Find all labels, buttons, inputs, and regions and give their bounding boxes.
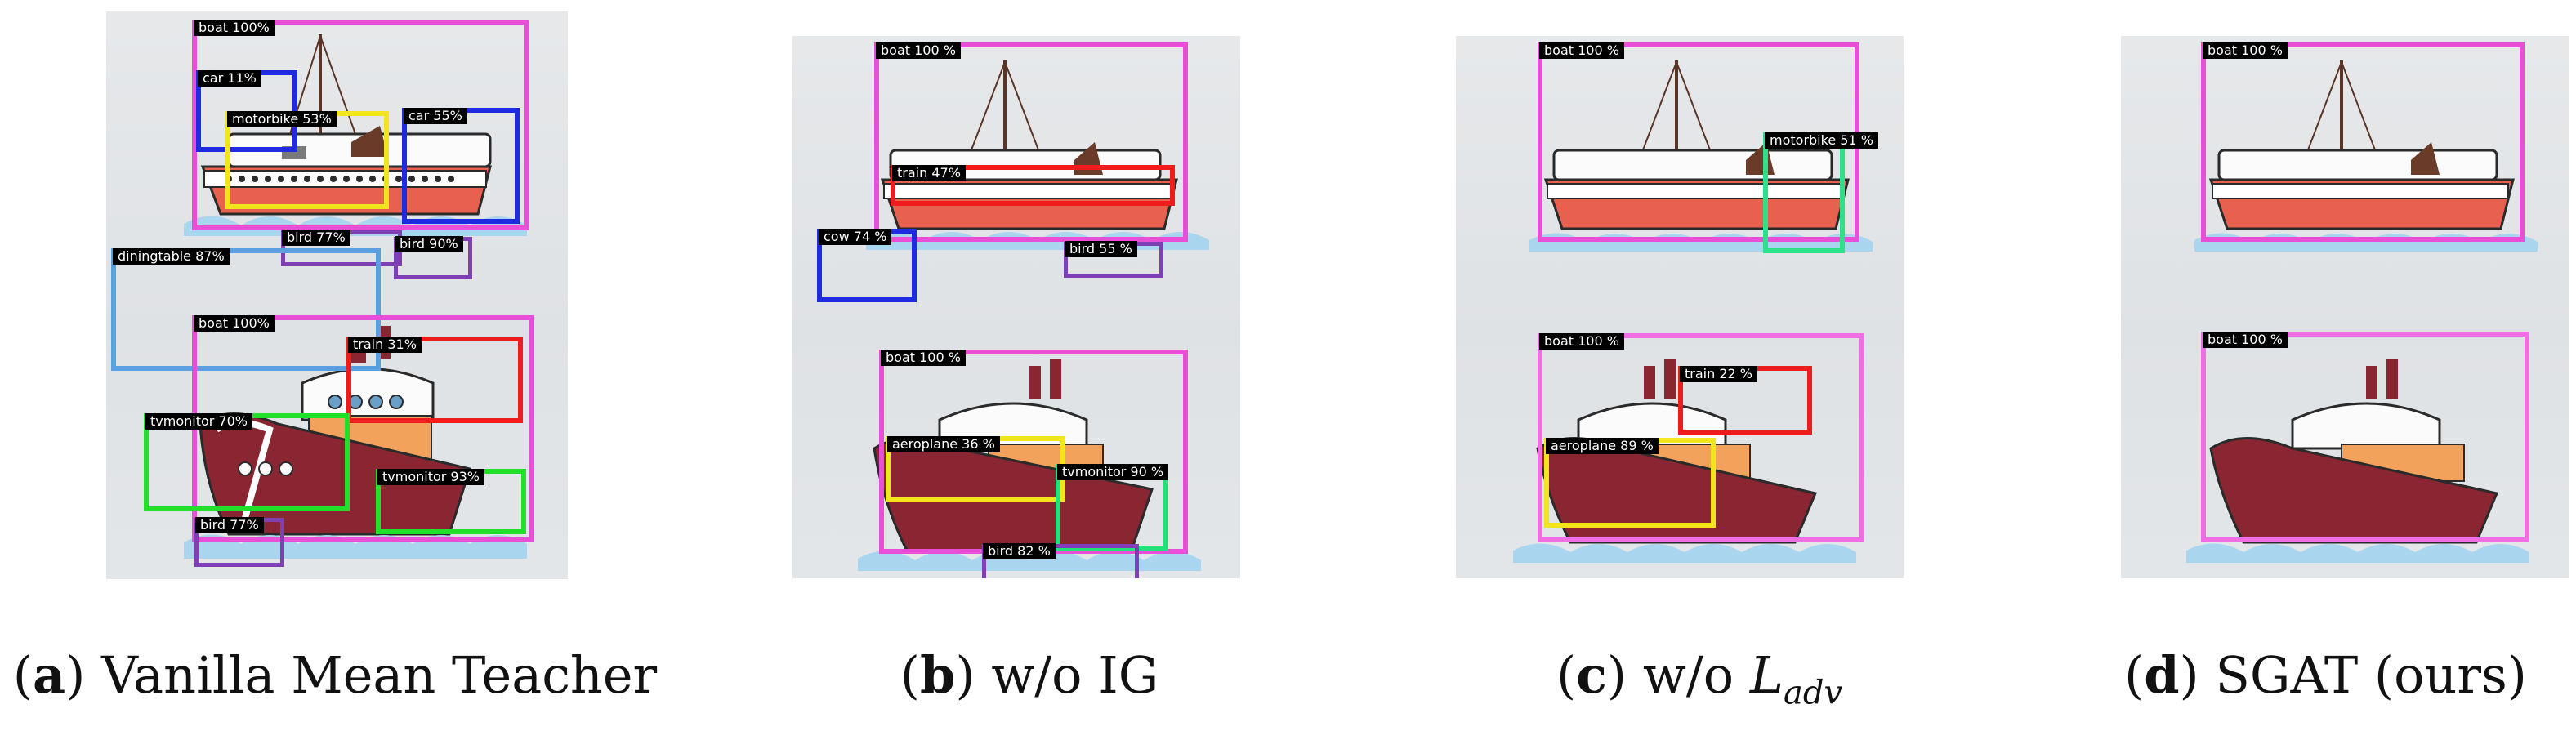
detection-box: train 31% [346, 337, 523, 423]
detection-label: train 22 % [1680, 366, 1757, 382]
detection-box: motorbike 53% [225, 111, 389, 209]
detection-box: bird 90% [394, 236, 472, 279]
detection-label: tvmonitor 90 % [1057, 464, 1169, 480]
detection-box: motorbike 51 % [1763, 132, 1878, 253]
detection-label: tvmonitor 93% [377, 469, 484, 485]
detection-label: aeroplane 89 % [1546, 438, 1659, 454]
ship-scene [2186, 60, 2538, 563]
detection-box: bird 82 % [982, 543, 1139, 578]
detection-label: boat 100% [194, 20, 275, 36]
panel-d-image: boat 100 % boat 100 % [2121, 36, 2569, 578]
detection-box: bird 77% [281, 230, 402, 266]
detection-label: motorbike 53% [227, 111, 337, 127]
detection-box: boat 100% [192, 20, 529, 230]
detection-box: aeroplane 89 % [1544, 438, 1716, 528]
caption-text: w/o IG [991, 645, 1159, 705]
detection-label: boat 100 % [2203, 332, 2288, 348]
caption-b: (b) w/o IG [900, 645, 1159, 705]
panel-d: boat 100 % boat 100 % (d) SGAT (ours) [2075, 0, 2576, 740]
detection-box: tvmonitor 90 % [1056, 464, 1169, 551]
panel-c-image: boat 100 % motorbike 51 % boat 100 % tra… [1456, 36, 1904, 578]
detection-box: train 22 % [1678, 366, 1812, 435]
detections-d: boat 100 % boat 100 % [2121, 36, 2569, 578]
caption-letter: b [919, 645, 956, 705]
detection-label: boat 100 % [881, 350, 966, 366]
caption-text: SGAT (ours) [2215, 645, 2527, 705]
caption-c: (c) w/o Ladv [1556, 645, 1843, 712]
panel-b-image: boat 100 % train 47% cow 74 % bird 55 % … [792, 36, 1240, 578]
detection-box: diningtable 87% [111, 248, 381, 371]
detection-label: boat 100 % [876, 42, 961, 59]
detection-label: bird 77% [195, 517, 264, 533]
maroon-boat-illustration [1513, 359, 1856, 563]
maroon-boat-illustration [2186, 359, 2529, 563]
detection-label: boat 100 % [1539, 333, 1624, 350]
detection-label: train 31% [348, 337, 422, 353]
detection-label: motorbike 51 % [1765, 132, 1878, 149]
detection-box: aeroplane 36 % [886, 436, 1065, 502]
detection-label: car 55% [404, 108, 467, 124]
detection-label: bird 90% [395, 236, 463, 252]
detection-box: bird 55 % [1064, 241, 1163, 278]
detections-c: boat 100 % motorbike 51 % boat 100 % tra… [1456, 36, 1904, 578]
caption-a: (a) Vanilla Mean Teacher [12, 645, 658, 705]
detection-box: boat 100 % [2201, 42, 2525, 242]
panel-a: boat 100% car 11% motorbike 53% car 55% … [0, 0, 657, 740]
detections-a: boat 100% car 11% motorbike 53% car 55% … [106, 11, 568, 579]
detection-box: boat 100 % [2201, 332, 2529, 542]
loss-symbol-subscript: adv [1783, 674, 1843, 712]
detection-label: boat 100 % [1539, 42, 1624, 59]
caption-letter: a [33, 645, 66, 705]
loss-symbol-letter: L [1749, 645, 1784, 705]
detection-label: train 47% [892, 165, 966, 181]
detection-label: diningtable 87% [113, 248, 230, 265]
detection-label: boat 100% [194, 315, 275, 332]
detection-box: boat 100 % [1538, 333, 1864, 542]
panel-c: boat 100 % motorbike 51 % boat 100 % tra… [1405, 0, 1993, 740]
caption-text: Vanilla Mean Teacher [101, 645, 658, 705]
detection-box: tvmonitor 70% [144, 413, 350, 511]
detection-box: tvmonitor 93% [376, 469, 526, 534]
detection-label: bird 55 % [1065, 241, 1137, 257]
detections-b: boat 100 % train 47% cow 74 % bird 55 % … [792, 36, 1240, 578]
detection-label: cow 74 % [819, 229, 892, 245]
detection-label: bird 82 % [983, 543, 1056, 559]
loss-symbol: Ladv [1749, 645, 1842, 711]
detection-label: aeroplane 36 % [887, 436, 1000, 452]
panel-b: boat 100 % train 47% cow 74 % bird 55 % … [735, 0, 1324, 740]
detection-box: train 47% [891, 165, 1175, 206]
detection-box: bird 77% [194, 517, 284, 567]
detection-box: boat 100 % [874, 42, 1188, 242]
detection-label: bird 77% [282, 230, 350, 246]
detection-label: tvmonitor 70% [145, 413, 252, 430]
ship-scene [1513, 60, 1873, 563]
caption-letter: c [1576, 645, 1607, 705]
panel-a-image: boat 100% car 11% motorbike 53% car 55% … [106, 11, 568, 579]
caption-text: w/o [1642, 645, 1750, 705]
detection-box: car 11% [196, 70, 297, 152]
detection-label: car 11% [198, 70, 261, 87]
caption-letter: d [2144, 645, 2180, 705]
detection-label: boat 100 % [2203, 42, 2288, 59]
detection-box: cow 74 % [817, 229, 917, 302]
detection-box: car 55% [402, 108, 520, 224]
caption-d: (d) SGAT (ours) [2123, 645, 2527, 705]
